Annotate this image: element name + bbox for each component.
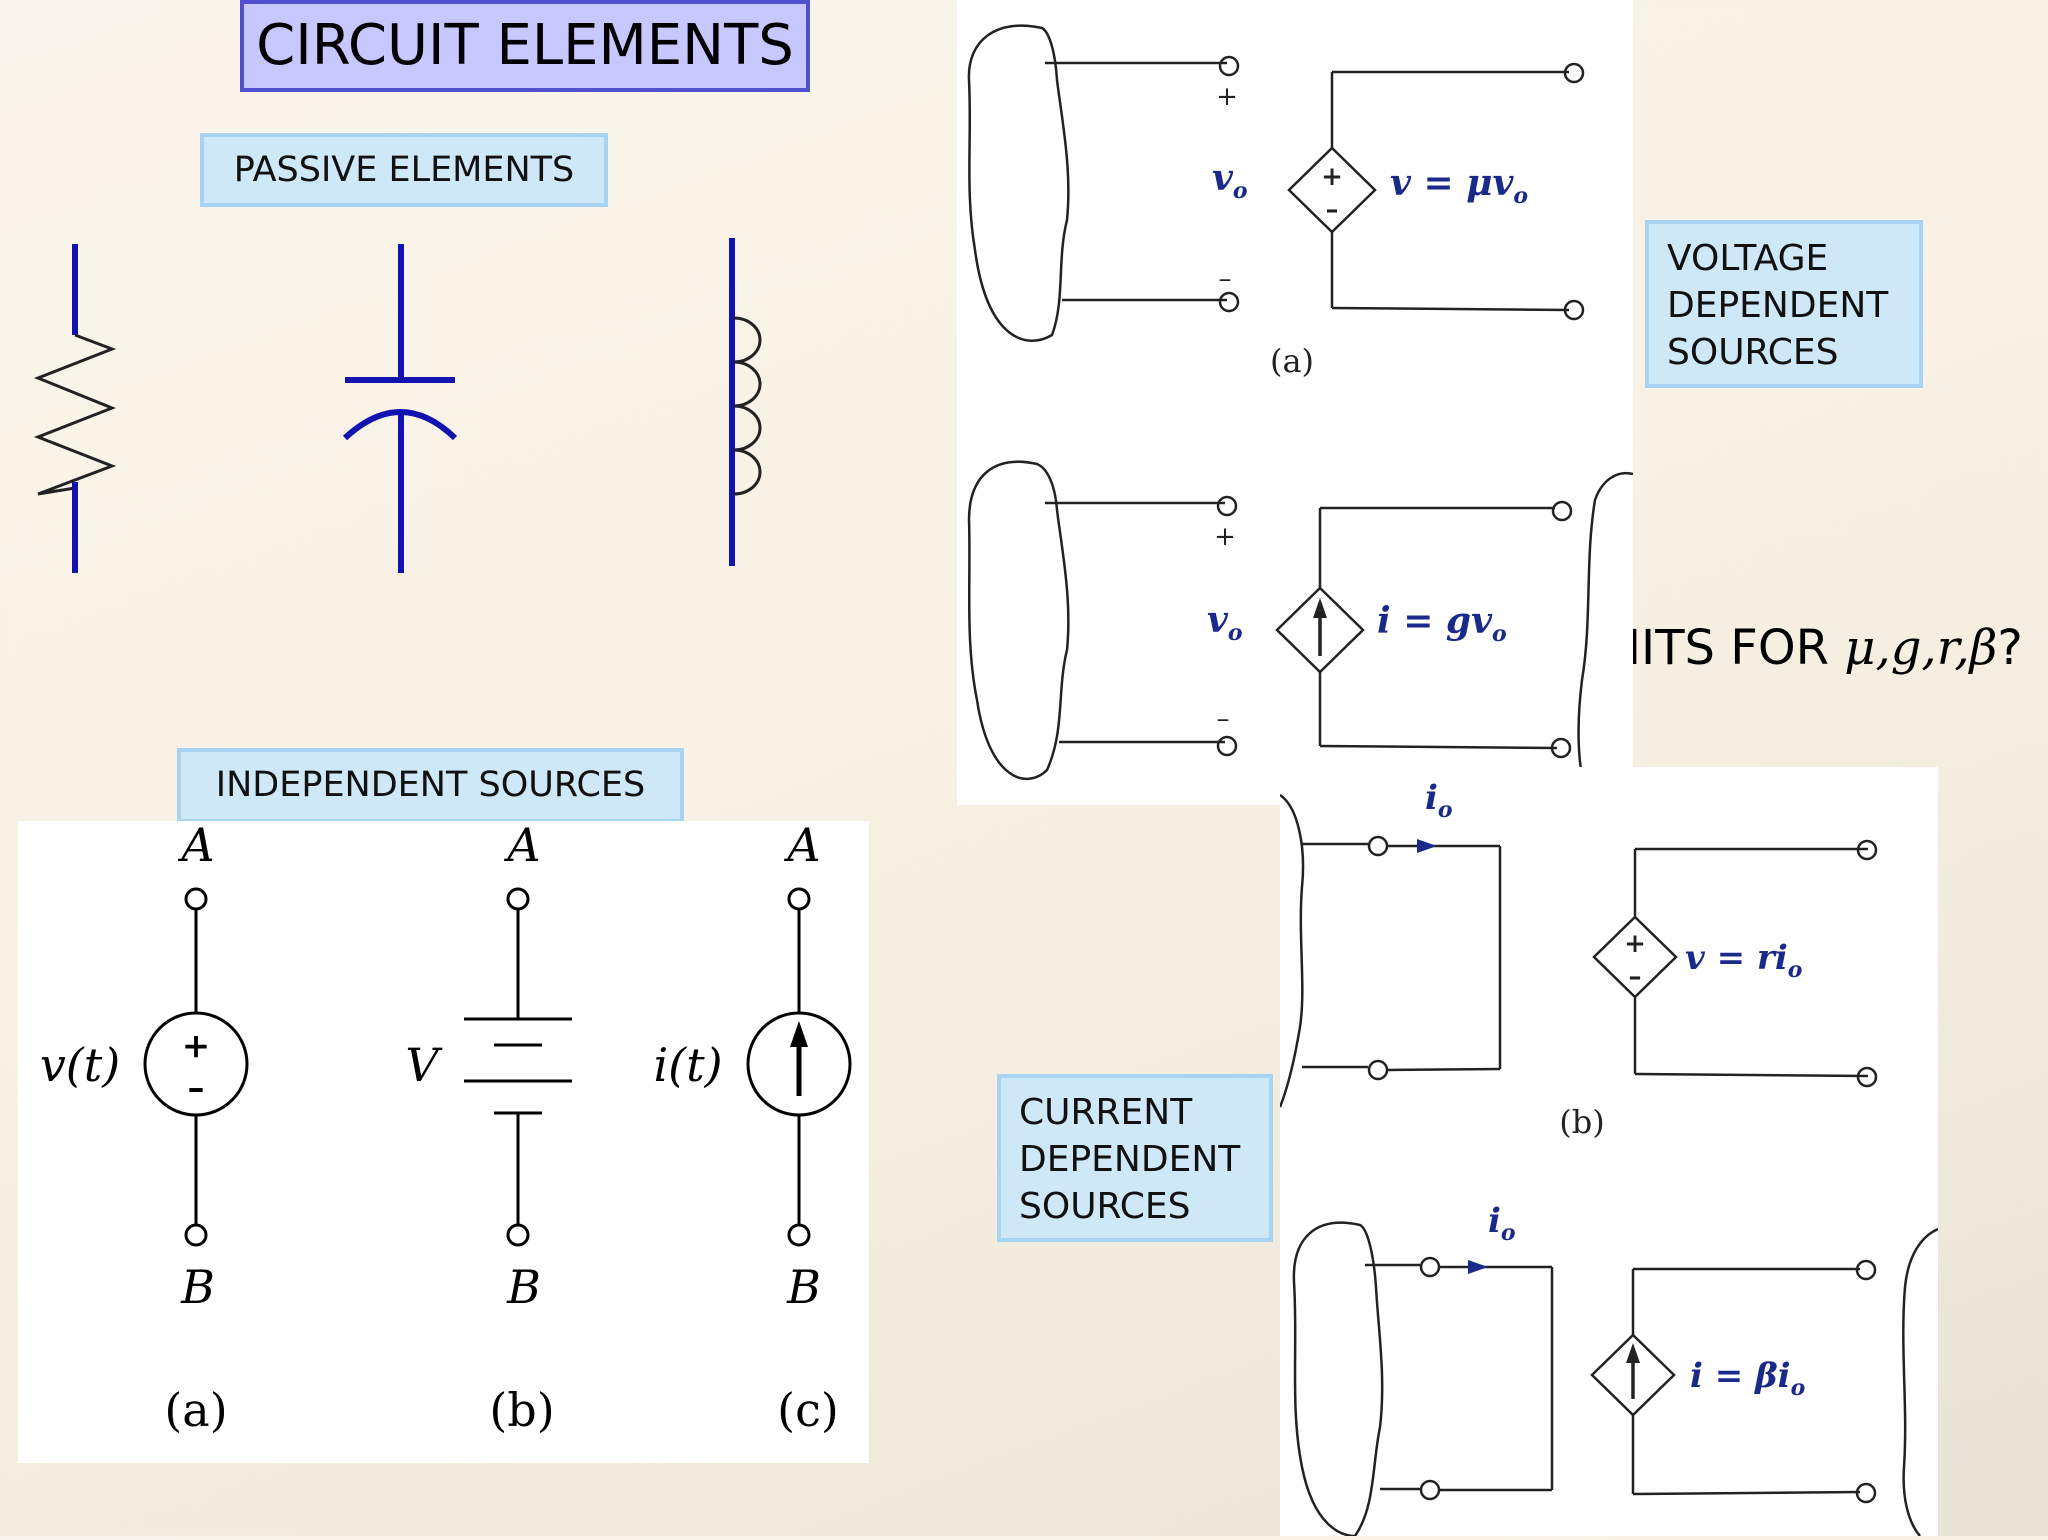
- plus-sign: +: [1624, 929, 1646, 959]
- capacitor-symbol: [342, 244, 458, 573]
- units-question: UNITS FOR μ,g,r,β?: [1570, 613, 2040, 683]
- plus-sign: +: [1214, 522, 1236, 552]
- network-blob: [1902, 1227, 1939, 1537]
- terminal-a-label: A: [177, 821, 214, 872]
- network-blob: [1292, 1221, 1384, 1538]
- label-line: CURRENT: [1019, 1092, 1193, 1133]
- minus-sign: –: [1629, 962, 1642, 992]
- voltage-dependent-sources-label: VOLTAGE DEPENDENT SOURCES: [1645, 220, 1923, 388]
- control-current-label: io: [1425, 778, 1453, 823]
- vccs-equation: i = gvo: [1377, 600, 1507, 647]
- current-arrow-icon: [790, 1021, 808, 1047]
- units-symbols: μ,g,r,β: [1844, 620, 1998, 676]
- network-blob: [1278, 793, 1305, 1108]
- label-line: DEPENDENT: [1019, 1139, 1241, 1180]
- voltage-source-symbol: v(t): [40, 1038, 120, 1092]
- current-dependent-sources-label: CURRENT DEPENDENT SOURCES: [997, 1074, 1273, 1242]
- battery-symbol: V: [405, 1038, 443, 1092]
- plus-sign: +: [182, 1026, 211, 1066]
- page-title: CIRCUIT ELEMENTS: [240, 0, 810, 92]
- current-arrow-icon: [1626, 1343, 1640, 1363]
- current-arrow-icon: [1313, 598, 1327, 618]
- minus-sign: –: [1219, 264, 1232, 294]
- ccvs-equation: v = rio: [1685, 938, 1802, 983]
- vcvs-equation: v = μvo: [1390, 162, 1528, 209]
- minus-sign: –: [1217, 704, 1230, 734]
- voltage-dependent-sources-panel: + – + – + – vo vo v = μvo i = gvo (a): [957, 0, 1634, 805]
- current-dependent-sources-diagram: + – io io v = rio i = βio (b): [1278, 778, 1939, 1538]
- minus-sign: –: [1326, 195, 1339, 225]
- current-arrow-icon: [1468, 1260, 1488, 1274]
- label-line: SOURCES: [1667, 332, 1839, 373]
- plus-sign: +: [1321, 162, 1343, 192]
- independent-sources-diagram: + – A B A B A B v(t) V i(t) (a) (b) (c): [40, 818, 852, 1437]
- terminal-a-label: A: [503, 821, 540, 872]
- passive-elements-diagram: [33, 238, 762, 573]
- voltage-dependent-sources-diagram: + – + – + – vo vo v = μvo i = gvo (a): [967, 24, 1634, 791]
- label-line: DEPENDENT: [1667, 285, 1889, 326]
- terminal-a-label: A: [783, 821, 820, 872]
- caption-b: (b): [489, 1383, 554, 1437]
- control-voltage-label: vo: [1212, 157, 1248, 204]
- caption-b: (b): [1559, 1103, 1604, 1141]
- current-dependent-sources-panel: + – io io v = rio i = βio (b): [1278, 767, 1939, 1538]
- terminal-b-label: B: [506, 1260, 541, 1314]
- inductor-symbol: [729, 238, 762, 566]
- control-current-label: io: [1488, 1201, 1516, 1246]
- minus-sign: –: [188, 1068, 205, 1108]
- resistor-symbol: [33, 244, 117, 573]
- network-blob: [967, 460, 1070, 781]
- independent-sources-label: INDEPENDENT SOURCES: [177, 748, 684, 823]
- passive-elements-label: PASSIVE ELEMENTS: [200, 133, 608, 207]
- caption-a: (a): [1270, 342, 1314, 380]
- label-line: VOLTAGE: [1667, 238, 1829, 279]
- cccs-equation: i = βio: [1690, 1356, 1805, 1401]
- independent-sources-panel: + – A B A B A B v(t) V i(t) (a) (b) (c): [18, 818, 869, 1463]
- control-voltage-label: vo: [1207, 599, 1243, 646]
- plus-sign: +: [1216, 82, 1238, 112]
- units-suffix: ?: [1997, 620, 2023, 676]
- network-blob: [967, 24, 1070, 342]
- terminal-b-label: B: [180, 1260, 215, 1314]
- current-arrow-icon: [1417, 839, 1437, 853]
- caption-c: (c): [777, 1383, 839, 1437]
- current-source-symbol: i(t): [653, 1038, 722, 1092]
- caption-a: (a): [164, 1383, 227, 1437]
- label-line: SOURCES: [1019, 1186, 1191, 1227]
- network-blob: [1577, 471, 1634, 791]
- terminal-b-label: B: [786, 1260, 821, 1314]
